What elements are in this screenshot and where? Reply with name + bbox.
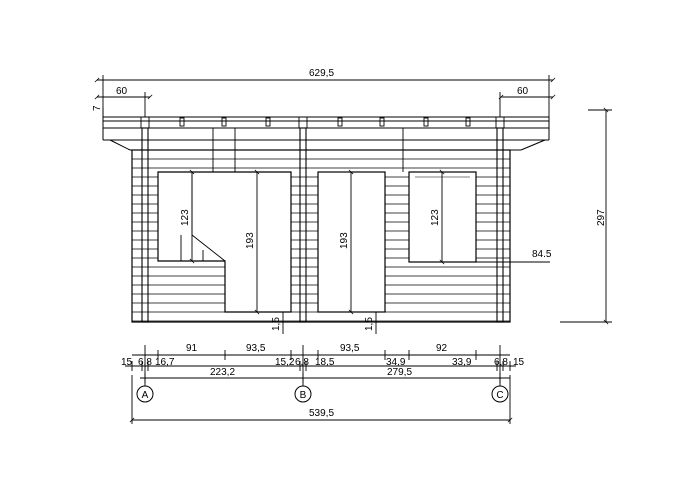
roof: [102, 116, 550, 151]
dim-93-5-a: 93,5: [246, 343, 266, 354]
bottom-dims: [125, 345, 516, 424]
middle-door: [317, 171, 386, 313]
eave-label: 7: [92, 105, 103, 111]
dim-15-right: 15: [513, 357, 525, 368]
sill-right-label: 84.5: [532, 249, 552, 260]
window-right-height-label: 123: [430, 209, 441, 226]
dim-279-5: 279,5: [387, 367, 412, 378]
dim-93-5-b: 93,5: [340, 343, 360, 354]
grid-label-a: A: [142, 390, 149, 401]
grid-bubble-c: [491, 385, 509, 403]
rafter-blocks: [140, 116, 505, 129]
grid-bubble-a: [136, 385, 154, 403]
dim-18-5: 18,5: [315, 357, 335, 368]
dim-34-9: 34,9: [386, 357, 406, 368]
dim-92: 92: [436, 343, 448, 354]
posts: [141, 127, 504, 323]
height-label: 297: [596, 209, 607, 226]
window-left-height-label: 123: [180, 209, 191, 226]
threshold-mid-label: 1,5: [364, 317, 375, 331]
grid-label-c: C: [496, 390, 503, 401]
threshold-left-label: 1,5: [271, 317, 282, 331]
overhang-left-label: 60: [116, 86, 128, 97]
overhang-right-label: 60: [517, 86, 529, 97]
door-left-height-label: 193: [245, 232, 256, 249]
dim-539-5: 539,5: [309, 408, 334, 419]
dim-6-8-right: 6,8: [494, 357, 508, 368]
dim-15-2: 15,2: [275, 357, 295, 368]
grid-bubbles: [136, 385, 509, 403]
top-width-label: 629,5: [309, 68, 334, 79]
dim-16-7: 16,7: [155, 357, 175, 368]
opening-dims: [189, 169, 550, 334]
openings: [157, 171, 477, 313]
top-dims: [94, 75, 556, 121]
dim-33-9: 33,9: [452, 357, 472, 368]
door-mid-height-label: 193: [339, 232, 350, 249]
grid-bubble-b: [294, 385, 312, 403]
dim-6-8-mid: 6,8: [295, 357, 309, 368]
dim-6-8-left: 6,8: [138, 357, 152, 368]
height-dim: [560, 107, 612, 325]
left-window-door: [157, 171, 292, 313]
grid-label-b: B: [300, 390, 307, 401]
dim-15-left: 15: [121, 357, 133, 368]
dim-91: 91: [186, 343, 198, 354]
right-window: [408, 171, 477, 263]
dim-223-2: 223,2: [210, 367, 235, 378]
